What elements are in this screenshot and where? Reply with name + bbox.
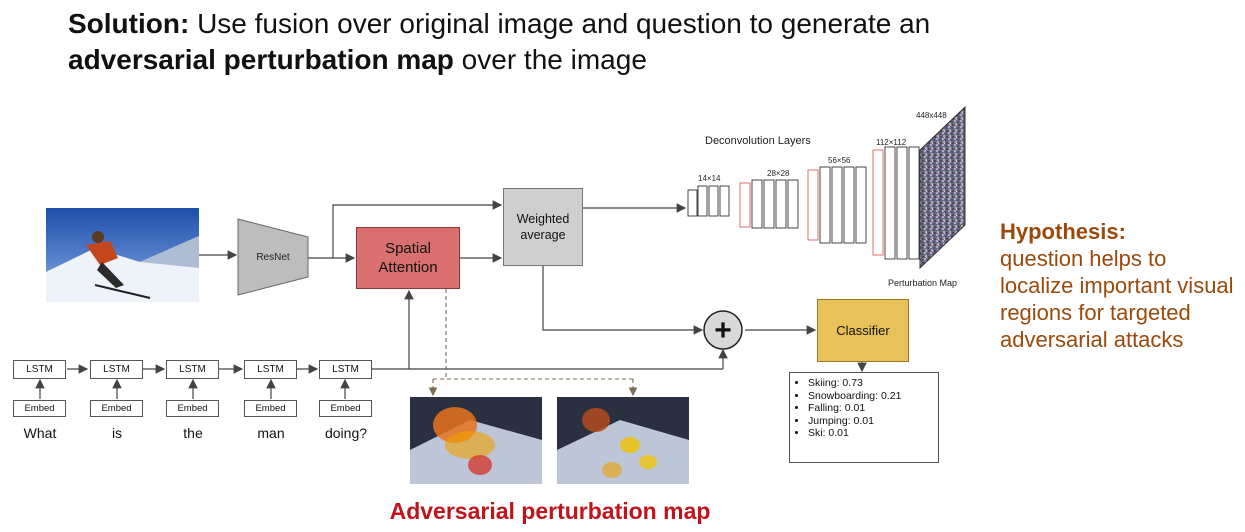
spatial-label-line-2: Attention bbox=[378, 259, 438, 276]
headline-bold-map: adversarial perturbation map bbox=[68, 44, 454, 75]
output-item: Snowboarding: 0.21 bbox=[808, 390, 938, 403]
size-label-14: 14×14 bbox=[698, 174, 721, 183]
perturbation-map-image bbox=[919, 105, 966, 270]
input-image-skier bbox=[46, 208, 199, 302]
weighted-label-line-1: Weighted bbox=[516, 212, 570, 226]
size-label-28: 28×28 bbox=[767, 169, 790, 178]
embed-cell: Embed bbox=[319, 400, 372, 417]
headline-line-1: Solution: Use fusion over original image… bbox=[68, 6, 1068, 42]
output-item: Falling: 0.01 bbox=[808, 402, 938, 415]
embed-cell: Embed bbox=[90, 400, 143, 417]
slide-headline: Solution: Use fusion over original image… bbox=[68, 6, 1068, 78]
headline-line-2: adversarial perturbation map over the im… bbox=[68, 42, 1068, 78]
spatial-attention-block: Spatial Attention bbox=[356, 227, 460, 289]
perturbation-caption: Adversarial perturbation map bbox=[389, 498, 711, 524]
question-word: man bbox=[257, 425, 285, 441]
question-word: the bbox=[183, 425, 203, 441]
question-word: doing? bbox=[324, 425, 368, 441]
headline-bold-solution: Solution: bbox=[68, 8, 190, 39]
weighted-label-line-2: average bbox=[520, 228, 566, 242]
lstm-cell: LSTM bbox=[166, 360, 219, 379]
deconv-stack-112 bbox=[872, 146, 920, 260]
resnet-label: ResNet bbox=[256, 252, 290, 263]
deconv-stack-28 bbox=[739, 179, 799, 229]
headline-text-2: over the image bbox=[453, 44, 647, 75]
deconv-stack-14 bbox=[687, 185, 730, 217]
arrow-resnet-to-weighted bbox=[332, 200, 503, 258]
embed-cell: Embed bbox=[166, 400, 219, 417]
output-item: Skiing: 0.73 bbox=[808, 377, 938, 390]
deconv-layers bbox=[687, 146, 920, 260]
deconv-title: Deconvolution Layers bbox=[705, 135, 811, 147]
classifier-block: Classifier bbox=[817, 299, 909, 362]
classifier-outputs: Skiing: 0.73 Snowboarding: 0.21 Falling:… bbox=[789, 372, 939, 463]
size-label-112: 112×112 bbox=[876, 138, 907, 147]
question-word: is bbox=[111, 425, 123, 441]
lstm-cell: LSTM bbox=[13, 360, 66, 379]
weighted-average-block: Weighted average bbox=[503, 188, 583, 266]
headline-text-1: Use fusion over original image and quest… bbox=[189, 8, 931, 39]
embed-cell: Embed bbox=[13, 400, 66, 417]
attention-map-2 bbox=[557, 397, 689, 484]
perturbation-map-label: Perturbation Map bbox=[888, 278, 958, 288]
embed-cell: Embed bbox=[244, 400, 297, 417]
arrow-weighted-to-plus bbox=[542, 266, 704, 335]
lstm-cell: LSTM bbox=[244, 360, 297, 379]
plus-symbol: + bbox=[714, 314, 732, 347]
deconv-stack-56 bbox=[807, 166, 867, 244]
size-label-448: 448x448 bbox=[916, 111, 947, 120]
hypothesis-note: Hypothesis: question helps to localize i… bbox=[1000, 218, 1240, 353]
output-item: Ski: 0.01 bbox=[808, 427, 938, 440]
output-item: Jumping: 0.01 bbox=[808, 415, 938, 428]
hypothesis-body: question helps to localize important vis… bbox=[1000, 246, 1234, 352]
question-word: What bbox=[23, 425, 57, 441]
attention-map-1 bbox=[410, 397, 542, 484]
lstm-cell: LSTM bbox=[90, 360, 143, 379]
hypothesis-title: Hypothesis: bbox=[1000, 219, 1126, 244]
fusion-plus-node: + bbox=[703, 310, 743, 350]
spatial-label-line-1: Spatial bbox=[385, 240, 431, 257]
size-label-56: 56×56 bbox=[828, 156, 851, 165]
lstm-cell: LSTM bbox=[319, 360, 372, 379]
resnet-block: ResNet bbox=[237, 218, 309, 296]
